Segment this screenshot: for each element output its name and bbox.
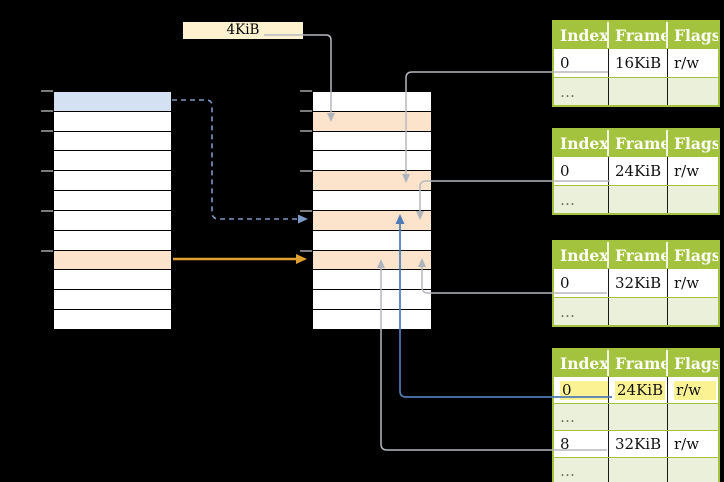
physical-frame-cell-white <box>313 290 431 311</box>
physical-frame-cell-white <box>313 270 431 291</box>
cell-flags <box>668 78 718 105</box>
virtual-page-cell-white <box>54 270 171 291</box>
physical-frame-cell-white <box>313 151 431 172</box>
virtual-page-cell-white <box>54 290 171 311</box>
physical-frame-cell-white <box>313 310 431 329</box>
physical-frame-cell-white <box>313 230 431 251</box>
cell-frame <box>609 458 668 482</box>
cell-flags: r/w <box>668 377 718 403</box>
highlight: r/w <box>674 380 716 400</box>
table-header-row: Index Frame Flags <box>554 242 718 268</box>
virtual-page-cell-white <box>54 310 171 329</box>
table-row: 8 32KiB r/w <box>554 430 718 457</box>
cell-frame <box>609 186 668 213</box>
page-size-label: 4KiB <box>183 22 303 39</box>
cell-index: 0 <box>554 269 609 297</box>
page-table-4: Index Frame Flags 0 24KiB r/w … 8 32KiB … <box>552 348 720 482</box>
virtual-page-cell-white <box>54 210 171 231</box>
header-frame: Frame <box>609 22 668 48</box>
header-flags: Flags <box>674 133 718 153</box>
cell-index: 0 <box>554 49 609 77</box>
virtual-page-cell-blue <box>54 92 171 112</box>
virtual-page-cell-white <box>54 111 171 132</box>
table-row: 0 16KiB r/w <box>554 48 718 77</box>
cell-flags <box>668 404 718 430</box>
cell-index: 0 <box>554 377 609 403</box>
page-table-3: Index Frame Flags 0 32KiB r/w … <box>552 240 720 327</box>
table-row-ellipsis: … <box>554 457 718 482</box>
header-flags: Flags <box>674 353 718 373</box>
header-flags: Flags <box>674 245 718 265</box>
header-index: Index <box>554 130 609 156</box>
cell-flags: r/w <box>674 54 700 72</box>
cell-index: … <box>554 458 609 482</box>
table-row-ellipsis: … <box>554 297 718 325</box>
virtual-page-cell-white <box>54 171 171 192</box>
cell-flags <box>668 298 718 325</box>
virtual-page-cell-orange <box>54 250 171 271</box>
physical-frame-cell-orange <box>313 210 431 231</box>
physical-frame-cell-white <box>313 131 431 152</box>
physical-frame-cell-orange <box>313 111 431 132</box>
physical-frame-cell-orange <box>313 250 431 271</box>
table-header-row: Index Frame Flags <box>554 350 718 376</box>
cell-flags: r/w <box>674 274 700 292</box>
virtual-page-cell-white <box>54 151 171 172</box>
table-row: 0 24KiB r/w <box>554 156 718 185</box>
cell-frame: 24KiB <box>609 157 668 185</box>
cell-flags <box>668 186 718 213</box>
cell-index: 0 <box>554 157 609 185</box>
page-table-1: Index Frame Flags 0 16KiB r/w … <box>552 20 720 107</box>
header-flags: Flags <box>674 25 718 45</box>
cell-flags: r/w <box>674 435 700 453</box>
virtual-page-cell-white <box>54 131 171 152</box>
virtual-page-cell-white <box>54 230 171 251</box>
physical-frame-cell-white <box>313 92 431 112</box>
cell-index: 8 <box>554 431 609 457</box>
table-header-row: Index Frame Flags <box>554 22 718 48</box>
cell-index: … <box>554 186 609 213</box>
table-row: 0 32KiB r/w <box>554 268 718 297</box>
highlight: 0 <box>560 380 608 400</box>
cell-frame: 32KiB <box>609 431 668 457</box>
header-index: Index <box>554 350 609 376</box>
table-row-highlighted: 0 24KiB r/w <box>554 376 718 403</box>
cell-flags <box>668 458 718 482</box>
cell-frame: 32KiB <box>609 269 668 297</box>
cell-frame <box>609 404 668 430</box>
header-frame: Frame <box>609 350 668 376</box>
cell-frame: 16KiB <box>609 49 668 77</box>
virtual-memory-column <box>53 91 172 330</box>
header-frame: Frame <box>609 130 668 156</box>
header-index: Index <box>554 242 609 268</box>
table-header-row: Index Frame Flags <box>554 130 718 156</box>
cell-frame <box>609 298 668 325</box>
page-table-2: Index Frame Flags 0 24KiB r/w … <box>552 128 720 215</box>
header-frame: Frame <box>609 242 668 268</box>
table-row-ellipsis: … <box>554 185 718 213</box>
cell-flags: r/w <box>674 162 700 180</box>
physical-frame-cell-white <box>313 191 431 211</box>
cell-index: … <box>554 404 609 430</box>
table-row-ellipsis: … <box>554 77 718 105</box>
physical-frame-cell-orange <box>313 171 431 192</box>
virtual-page-cell-white <box>54 191 171 211</box>
highlight: 24KiB <box>615 380 666 400</box>
cell-frame <box>609 78 668 105</box>
table-row-ellipsis: … <box>554 403 718 430</box>
cell-index: … <box>554 78 609 105</box>
physical-memory-column <box>312 91 432 330</box>
cell-frame: 24KiB <box>609 377 668 403</box>
arrow-virtual-page-translation <box>172 99 308 224</box>
cell-index: … <box>554 298 609 325</box>
header-index: Index <box>554 22 609 48</box>
